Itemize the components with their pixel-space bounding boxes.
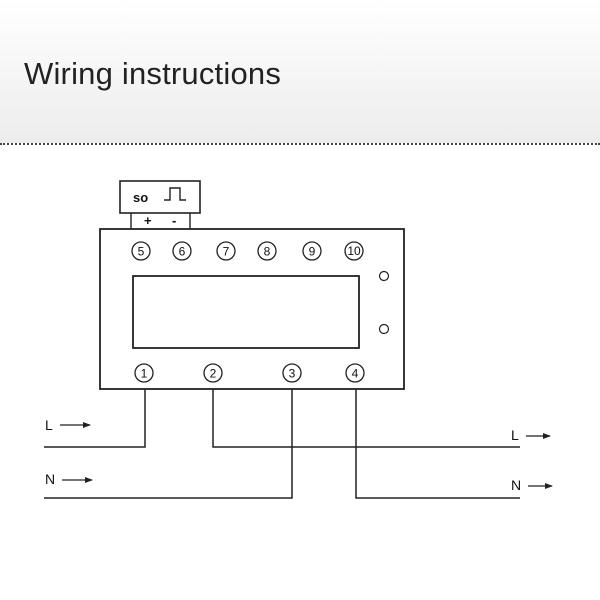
output-neutral-text: N [511, 477, 521, 493]
terminal-4: 4 [345, 363, 365, 383]
terminal-8: 8 [257, 241, 277, 261]
terminal-number: 8 [264, 245, 271, 259]
input-neutral-label: N [45, 471, 93, 487]
indicator-led [378, 323, 390, 335]
terminal-3: 3 [282, 363, 302, 383]
output-live-text: L [511, 427, 519, 443]
input-live-label: L [45, 417, 91, 433]
input-neutral-text: N [45, 471, 55, 487]
wire-input-neutral [44, 389, 293, 499]
terminal-number: 10 [347, 244, 361, 258]
so-module-box [119, 180, 201, 214]
wire-output-live [212, 389, 520, 448]
page-title: Wiring instructions [24, 56, 282, 91]
terminal-number: 5 [138, 245, 145, 259]
output-neutral-label: N [511, 477, 553, 493]
terminal-9: 9 [302, 241, 322, 261]
wire-input-live [44, 389, 146, 448]
terminal-1: 1 [134, 363, 154, 383]
terminal-number: 7 [223, 245, 230, 259]
header-bar: Wiring instructions [0, 0, 600, 143]
terminal-2: 2 [203, 363, 223, 383]
top-terminals: 5 6 7 8 9 10 [131, 241, 364, 261]
meter-display-window [132, 275, 360, 349]
so-plus-label: + [144, 213, 152, 228]
so-minus-label: - [172, 213, 176, 228]
pulse-icon [164, 187, 186, 201]
terminal-number: 4 [352, 367, 359, 381]
terminal-7: 7 [216, 241, 236, 261]
terminal-6: 6 [172, 241, 192, 261]
bottom-terminals: 1 2 3 4 [134, 363, 365, 383]
terminal-number: 6 [179, 245, 186, 259]
indicator-led [378, 270, 390, 282]
wire-output-neutral [355, 389, 520, 499]
terminal-number: 1 [141, 367, 148, 381]
terminal-number: 9 [309, 245, 316, 259]
so-label: so [133, 190, 148, 205]
dotted-divider [0, 143, 600, 145]
terminal-10: 10 [344, 241, 364, 261]
wires [44, 389, 520, 499]
terminal-number: 3 [289, 367, 296, 381]
output-live-label: L [511, 427, 551, 443]
so-module: so + - [119, 180, 201, 230]
input-live-text: L [45, 417, 53, 433]
terminal-5: 5 [131, 241, 151, 261]
terminal-number: 2 [210, 367, 217, 381]
